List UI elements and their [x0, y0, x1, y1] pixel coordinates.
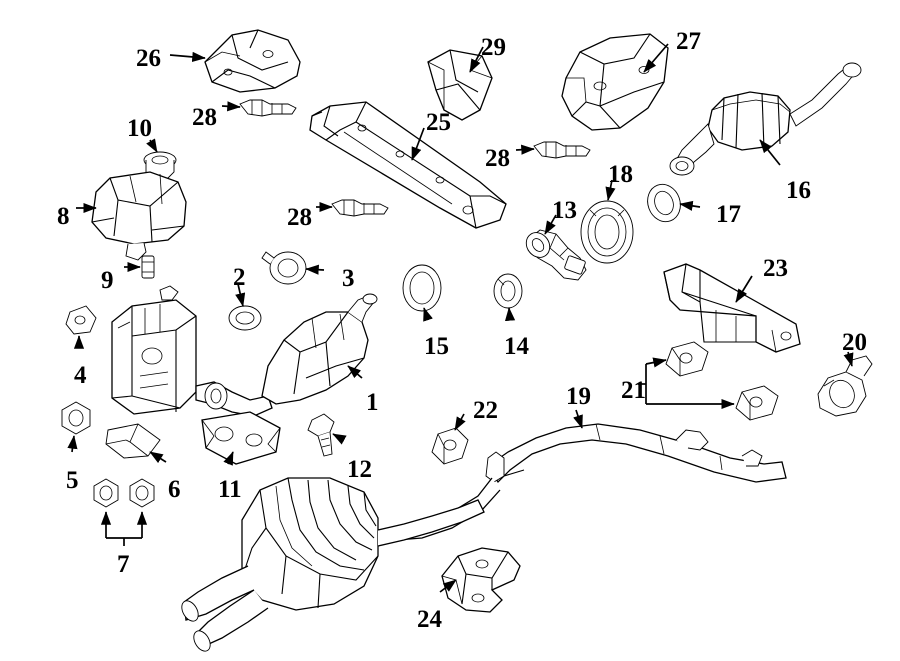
callout-label-23: 23 — [763, 255, 788, 282]
part-4-shape — [65, 305, 97, 335]
callout-label-28b: 28 — [287, 204, 312, 231]
part-9-shape — [141, 255, 155, 279]
part-26-shape — [204, 29, 301, 93]
callout-label-17: 17 — [716, 201, 741, 228]
callout-label-12: 12 — [347, 456, 372, 483]
part-3-shape — [261, 251, 307, 285]
part-21-shape — [638, 341, 779, 421]
rear-muffler-shape — [181, 477, 485, 652]
callout-label-24: 24 — [417, 606, 442, 633]
part-23-shape — [663, 263, 801, 353]
part-13-shape — [525, 229, 587, 281]
callout-label-14: 14 — [504, 333, 529, 360]
part-28b-shape — [331, 199, 389, 217]
part-12-shape — [307, 413, 335, 457]
part-20-shape — [817, 355, 873, 417]
part-27-shape — [561, 33, 669, 131]
part-11-assembly-shape — [111, 285, 281, 465]
part-2-shape — [228, 305, 262, 331]
callout-label-3: 3 — [342, 265, 355, 292]
callout-label-25: 25 — [426, 109, 451, 136]
part-28c-shape — [533, 141, 591, 159]
callout-label-11: 11 — [218, 476, 242, 503]
callout-label-19: 19 — [566, 383, 591, 410]
callout-label-4: 4 — [74, 362, 87, 389]
part-24-shape — [441, 547, 521, 613]
callout-label-15: 15 — [424, 333, 449, 360]
part-14-shape — [493, 273, 523, 309]
callout-label-16: 16 — [786, 177, 811, 204]
callout-label-2: 2 — [233, 264, 246, 291]
part-15-shape — [402, 264, 442, 312]
part-16-shape — [669, 62, 862, 176]
callout-label-20: 20 — [842, 329, 867, 356]
callout-label-5: 5 — [66, 467, 79, 494]
part-22-shape — [431, 427, 469, 465]
part-5-shape — [61, 401, 91, 435]
part-6-shape — [105, 423, 161, 459]
callout-label-28a: 28 — [192, 104, 217, 131]
callout-label-18: 18 — [608, 161, 633, 188]
callout-label-22: 22 — [473, 397, 498, 424]
callout-label-8: 8 — [57, 203, 70, 230]
part-18-shape — [580, 200, 634, 264]
callout-label-21: 21 — [621, 377, 646, 404]
callout-label-29: 29 — [481, 34, 506, 61]
part-7-shape — [93, 478, 155, 546]
callout-label-7: 7 — [117, 551, 130, 578]
callout-label-13: 13 — [552, 197, 577, 224]
callout-label-1: 1 — [366, 389, 379, 416]
callout-label-28c: 28 — [485, 145, 510, 172]
part-8-shape — [91, 171, 187, 261]
callout-label-9: 9 — [101, 267, 114, 294]
part-17-shape — [647, 183, 681, 223]
part-1-shape — [261, 293, 378, 405]
part-28a-shape — [239, 99, 297, 117]
callout-label-10: 10 — [127, 115, 152, 142]
callout-label-27: 27 — [676, 28, 701, 55]
callout-label-6: 6 — [168, 476, 181, 503]
callout-label-26: 26 — [136, 45, 161, 72]
